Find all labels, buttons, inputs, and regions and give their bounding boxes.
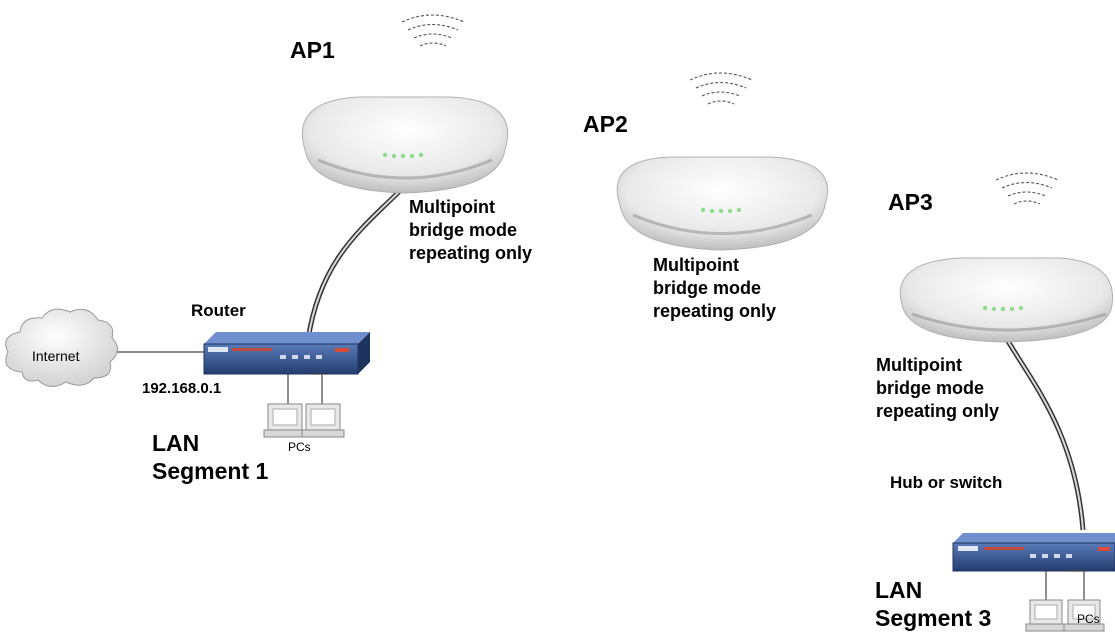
cable-ap1-router: [305, 184, 407, 341]
ap3-mode-line-2: bridge mode: [876, 378, 985, 398]
wifi-waves-icon: [401, 14, 465, 47]
ap1-mode-line-2: bridge mode: [409, 220, 518, 240]
ap3-mode-line-1: Multipoint: [876, 355, 962, 375]
ap2-mode-line-1: Multipoint: [653, 255, 739, 275]
ap2-device: [616, 156, 829, 251]
ap3-mode-label: Multipoint bridge mode repeating only: [876, 354, 999, 423]
lan-segment-1-line-1: LAN: [152, 430, 200, 456]
ap3-device: [899, 257, 1114, 343]
pc-monitor-icon: [1025, 599, 1067, 632]
ap2-leds: [700, 207, 742, 214]
ap1-mode-line-1: Multipoint: [409, 197, 495, 217]
hub-switch-device: [952, 533, 1115, 572]
hub-switch-label: Hub or switch: [890, 473, 1003, 492]
lan-segment-3-line-2: Segment 3: [875, 605, 992, 631]
ap1-mode-line-3: repeating only: [409, 243, 533, 263]
wifi-waves-icon: [689, 72, 753, 105]
ap3-mode-line-3: repeating only: [876, 401, 1000, 421]
ap1-label: AP1: [290, 37, 335, 63]
pc-monitor-icon: [301, 403, 345, 438]
router-device: [203, 332, 370, 375]
internet-cloud-icon: [5, 308, 118, 387]
pcs-label-segment-3: PCs: [1077, 612, 1100, 626]
ap2-label: AP2: [583, 111, 628, 137]
ap2-mode-line-2: bridge mode: [653, 278, 762, 298]
internet-label: Internet: [32, 348, 80, 364]
lan-segment-3-label: LAN Segment 3: [875, 576, 991, 632]
ap3-label: AP3: [888, 189, 933, 215]
cable-router-pcs: [287, 373, 323, 404]
ap1-mode-label: Multipoint bridge mode repeating only: [409, 196, 532, 265]
ap2-mode-label: Multipoint bridge mode repeating only: [653, 254, 776, 323]
router-label: Router: [191, 301, 246, 320]
router-ip-label: 192.168.0.1: [142, 380, 222, 397]
lan-segment-3-line-1: LAN: [875, 577, 923, 603]
pc-monitor-icon: [1063, 599, 1105, 632]
ap1-device: [301, 96, 509, 194]
cable-ap3-hub: [1002, 334, 1086, 531]
wifi-waves-icon: [995, 172, 1059, 205]
lan-segment-1-label: LAN Segment 1: [152, 429, 268, 485]
pc-monitor-icon: [263, 403, 307, 438]
cable-hub-pcs: [1045, 570, 1085, 600]
lan-segment-1-line-2: Segment 1: [152, 458, 269, 484]
ap3-leds: [982, 305, 1024, 312]
ap2-mode-line-3: repeating only: [653, 301, 777, 321]
ap1-leds: [382, 152, 424, 159]
pcs-label-segment-1: PCs: [288, 440, 311, 454]
